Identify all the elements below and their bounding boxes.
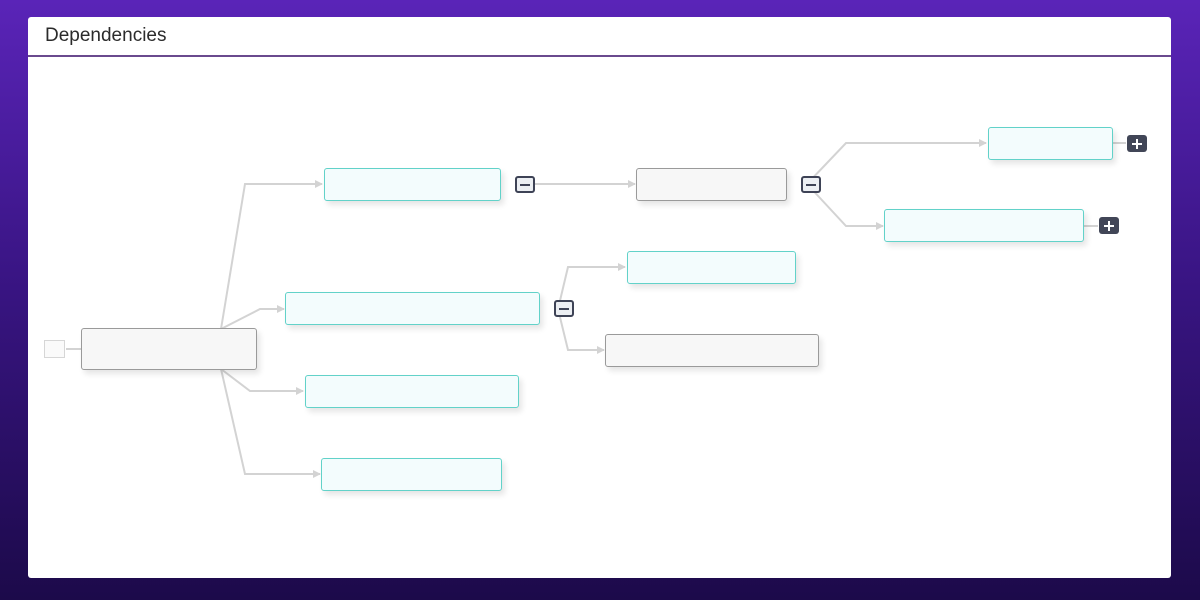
edge-dep2-child2 xyxy=(557,308,605,354)
edge-root-dep4 xyxy=(220,368,321,478)
sub-dependency-node[interactable] xyxy=(636,168,787,201)
edge-root-dep1 xyxy=(220,180,323,330)
dependency-node-1[interactable] xyxy=(324,168,501,201)
collapse-button[interactable] xyxy=(554,300,574,317)
expand-button[interactable] xyxy=(1099,217,1119,234)
minus-icon xyxy=(520,183,530,186)
panel-title: Dependencies xyxy=(45,25,167,46)
leaf-node-2[interactable] xyxy=(884,209,1084,242)
leaf-node-1[interactable] xyxy=(988,127,1113,160)
dependency-edges xyxy=(66,139,1126,478)
collapse-button[interactable] xyxy=(801,176,821,193)
root-node[interactable] xyxy=(81,328,257,370)
minus-icon xyxy=(559,307,569,310)
plus-icon xyxy=(1132,138,1142,149)
child-node-2[interactable] xyxy=(605,334,819,367)
minus-icon xyxy=(806,183,816,186)
dependency-node-3[interactable] xyxy=(305,375,519,408)
collapse-button[interactable] xyxy=(515,176,535,193)
edge-dep2-child1 xyxy=(557,263,626,310)
child-node-1[interactable] xyxy=(627,251,796,284)
panel-header: Dependencies xyxy=(28,17,1171,57)
plus-icon xyxy=(1104,220,1114,231)
edge-sub-leaf2 xyxy=(806,183,884,230)
dependency-node-2[interactable] xyxy=(285,292,540,325)
dependency-node-4[interactable] xyxy=(321,458,502,491)
expand-button[interactable] xyxy=(1127,135,1147,152)
edge-sub-leaf1 xyxy=(806,139,987,185)
root-handle[interactable] xyxy=(44,340,65,358)
edge-root-dep3 xyxy=(220,368,304,395)
edge-root-dep2 xyxy=(220,305,285,330)
dependencies-panel: Dependencies xyxy=(28,17,1171,578)
